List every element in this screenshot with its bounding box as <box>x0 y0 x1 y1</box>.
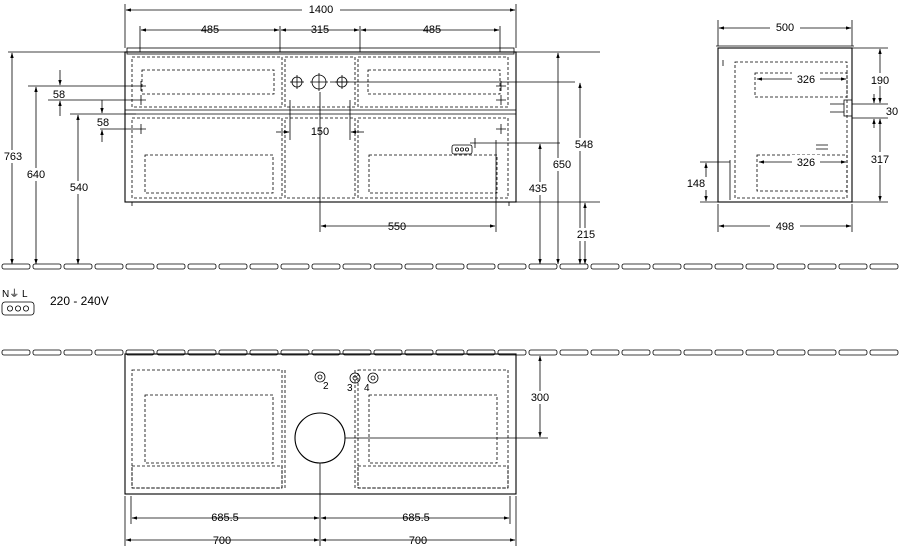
dim-215: 215 <box>577 229 595 241</box>
dim-763: 763 <box>4 151 22 163</box>
dim-top-685-left: 685.5 <box>211 512 239 524</box>
dim-top-700-right: 700 <box>409 535 427 546</box>
top-view: 2 3 4 300 685.5 685.5 700 700 <box>124 353 552 546</box>
front-lower-right-drawer <box>357 117 509 199</box>
side-cabinet-outline <box>717 47 853 203</box>
dim-drawer-left: 485 <box>201 24 219 36</box>
top-dimensions: 300 685.5 685.5 700 700 <box>125 355 552 546</box>
dim-side-326-top: 326 <box>797 74 815 86</box>
callout-2: 2 <box>323 381 329 392</box>
callout-3: 3 <box>347 383 353 394</box>
dim-650: 650 <box>553 159 571 171</box>
front-countertop <box>126 47 515 55</box>
dim-435: 435 <box>529 183 547 195</box>
socket-icon <box>1 301 35 316</box>
side-drain-pipe <box>830 99 852 117</box>
dim-side-498: 498 <box>776 221 794 233</box>
dim-top-700-left: 700 <box>213 535 231 546</box>
front-socket-icon <box>451 144 473 155</box>
electrical-info: N⏚ L 220 - 240V <box>1 288 109 316</box>
dim-drawer-right: 485 <box>423 24 441 36</box>
dim-side-148: 148 <box>687 178 705 190</box>
dim-58-mid: 58 <box>97 117 109 129</box>
front-upper-left-drawer <box>131 56 283 108</box>
floor-strip-bottom <box>1 349 899 356</box>
dim-side-500: 500 <box>776 22 794 34</box>
front-lower-left-drawer <box>131 117 283 199</box>
top-basin <box>294 412 346 464</box>
dim-640: 640 <box>27 169 45 181</box>
dim-side-317: 317 <box>871 154 889 166</box>
dim-550: 550 <box>388 221 406 233</box>
dim-overall-width: 1400 <box>309 4 333 16</box>
side-view: 500 326 326 498 190 30 317 148 <box>687 20 898 233</box>
dim-side-30: 30 <box>886 106 898 118</box>
floor-strip-top <box>1 263 899 270</box>
electrical-symbol: N⏚ L <box>2 288 28 300</box>
dim-540: 540 <box>70 182 88 194</box>
dim-top-300: 300 <box>531 392 549 404</box>
front-mounting-marks <box>136 81 506 148</box>
dim-548: 548 <box>575 139 593 151</box>
callout-4: 4 <box>364 383 370 394</box>
dim-top-685-right: 685.5 <box>402 512 430 524</box>
dim-center-150: 150 <box>311 126 329 138</box>
dim-side-326-bottom: 326 <box>797 157 815 169</box>
front-cabinet-outline <box>124 51 517 203</box>
side-dimensions: 500 326 326 498 190 30 317 148 <box>687 21 898 233</box>
top-cabinet-outline <box>124 353 517 495</box>
dim-center: 315 <box>311 24 329 36</box>
front-view: 1400 485 315 485 58 58 150 763 640 54 <box>2 3 600 265</box>
voltage-label: 220 - 240V <box>50 294 109 308</box>
top-tap-holes <box>314 371 379 384</box>
dim-side-190: 190 <box>871 75 889 87</box>
dim-58-top: 58 <box>53 89 65 101</box>
front-dimensions: 1400 485 315 485 58 58 150 763 640 54 <box>2 3 596 265</box>
